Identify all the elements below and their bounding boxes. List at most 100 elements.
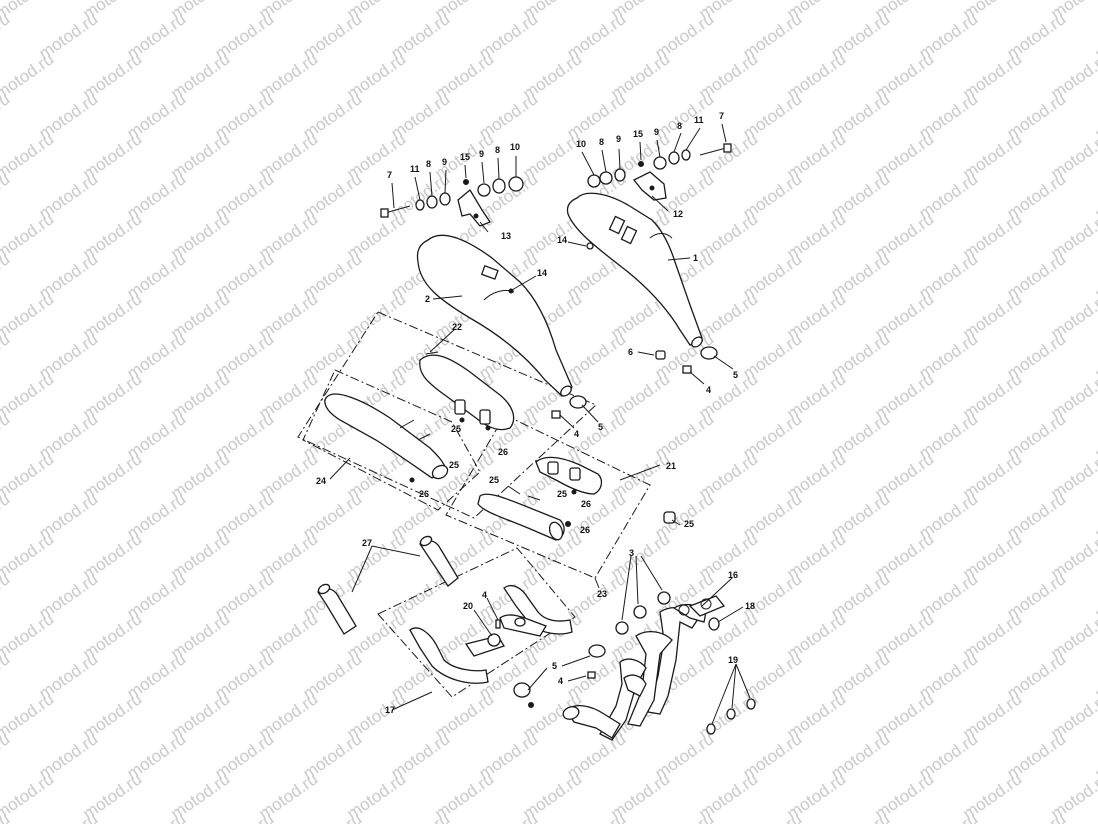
nut-18 <box>708 617 720 631</box>
callout-9: 9 <box>616 134 621 144</box>
watermark-text: motod.ru <box>0 529 57 583</box>
watermark-text: motod.ru <box>1003 809 1069 824</box>
clamp-right-muffler <box>682 346 718 374</box>
callout-labels: 7 11 8 9 15 9 8 10 13 10 8 9 15 9 8 11 7… <box>316 111 755 715</box>
callout-26: 26 <box>419 489 429 499</box>
callout-26: 26 <box>581 499 591 509</box>
watermark-text: motod.ru <box>0 689 57 743</box>
muffler-2 <box>416 234 573 397</box>
heat-shield-22 <box>419 351 515 431</box>
callout-15: 15 <box>460 152 470 162</box>
watermark-text: motod.ru <box>0 369 57 423</box>
callout-14: 14 <box>537 268 547 278</box>
callout-22: 22 <box>452 322 462 332</box>
watermark-text: motod.ru <box>0 729 13 783</box>
callout-10: 10 <box>576 139 586 149</box>
watermark-text: motod.ru <box>0 169 13 223</box>
callout-25: 25 <box>684 519 694 529</box>
watermark-text: motod.ru <box>0 769 57 823</box>
grommet-14 <box>586 242 594 250</box>
callout-11: 11 <box>694 115 704 125</box>
heat-shield-21 <box>535 456 603 495</box>
callout-4: 4 <box>574 429 579 439</box>
callout-8: 8 <box>495 145 500 155</box>
bracket-13 <box>457 179 491 227</box>
callout-16: 16 <box>728 570 738 580</box>
group-17-outline <box>377 547 576 698</box>
pipe-27-lower <box>317 583 357 635</box>
callout-5: 5 <box>733 370 738 380</box>
watermark-text: motod.ru <box>563 809 629 824</box>
pipe-17-upper <box>499 584 573 637</box>
clamp-5-lower <box>513 644 606 708</box>
callout-9: 9 <box>654 127 659 137</box>
callout-18: 18 <box>745 601 755 611</box>
gaskets-3 <box>615 591 671 635</box>
callout-25: 25 <box>451 424 461 434</box>
callout-8: 8 <box>677 121 682 131</box>
leader-lines <box>329 123 751 725</box>
callout-26: 26 <box>580 525 590 535</box>
watermark-text: motod.ru <box>299 809 365 824</box>
watermark-text: motod.ru <box>0 289 57 343</box>
callout-10: 10 <box>510 142 520 152</box>
watermark-text: motod.ru <box>827 809 893 824</box>
watermark-text: motod.ru <box>915 809 981 824</box>
watermark-text: motod.ru <box>0 409 13 463</box>
watermark-text: motod.ru <box>0 209 57 263</box>
watermark-text: motod.ru <box>0 449 57 503</box>
callout-25: 25 <box>449 460 459 470</box>
watermark-text: motod.ru <box>0 49 57 103</box>
callout-15: 15 <box>633 129 643 139</box>
pipe-24 <box>324 393 449 483</box>
watermark-text: motod.ru <box>123 809 189 824</box>
watermark-text: motod.ru <box>0 329 13 383</box>
callout-9: 9 <box>479 149 484 159</box>
watermark-text: motod.ru <box>0 489 13 543</box>
watermark-text: motod.ru <box>651 809 717 824</box>
watermark-text: motod.ru <box>0 129 57 183</box>
callout-26: 26 <box>498 447 508 457</box>
callout-1: 1 <box>693 253 698 263</box>
callout-4: 4 <box>706 385 711 395</box>
bracket-12 <box>632 161 667 201</box>
callout-24: 24 <box>316 476 326 486</box>
callout-8: 8 <box>426 159 431 169</box>
watermark-text: motod.ru <box>475 809 541 824</box>
callout-8: 8 <box>599 137 604 147</box>
watermark-text: motod.ru <box>0 609 57 663</box>
callout-14: 14 <box>557 235 567 245</box>
callout-25: 25 <box>557 489 567 499</box>
callout-9: 9 <box>442 157 447 167</box>
watermark-text: motod.ru <box>0 249 13 303</box>
watermark-text: motod.ru <box>0 9 13 63</box>
callout-5: 5 <box>552 661 557 671</box>
watermark-text: motod.ru <box>387 809 453 824</box>
rubber-6 <box>655 350 666 360</box>
nuts-19 <box>706 698 756 735</box>
exhaust-header <box>562 595 726 741</box>
watermark-text: motod.ru <box>1091 809 1098 824</box>
watermark-text: motod.ru <box>0 649 13 703</box>
callout-3: 3 <box>629 548 634 558</box>
fastener-stack-mid-right <box>587 168 626 188</box>
group-22-outline <box>297 311 597 519</box>
pipe-21-front <box>477 485 571 541</box>
callout-21: 21 <box>666 461 676 471</box>
callout-6: 6 <box>628 347 633 357</box>
group-21-outline <box>445 414 651 579</box>
clamp-20 <box>487 619 501 647</box>
watermark-text: motod.ru <box>0 89 13 143</box>
callout-4: 4 <box>558 676 563 686</box>
muffler-1 <box>566 192 703 348</box>
callout-12: 12 <box>673 209 683 219</box>
callout-5: 5 <box>598 422 603 432</box>
watermark-text: motod.ru <box>0 569 13 623</box>
callout-7: 7 <box>719 111 724 121</box>
callout-19: 19 <box>728 655 738 665</box>
callout-2: 2 <box>425 294 430 304</box>
watermark-text: motod.ru <box>35 809 101 824</box>
callout-11: 11 <box>410 164 420 174</box>
